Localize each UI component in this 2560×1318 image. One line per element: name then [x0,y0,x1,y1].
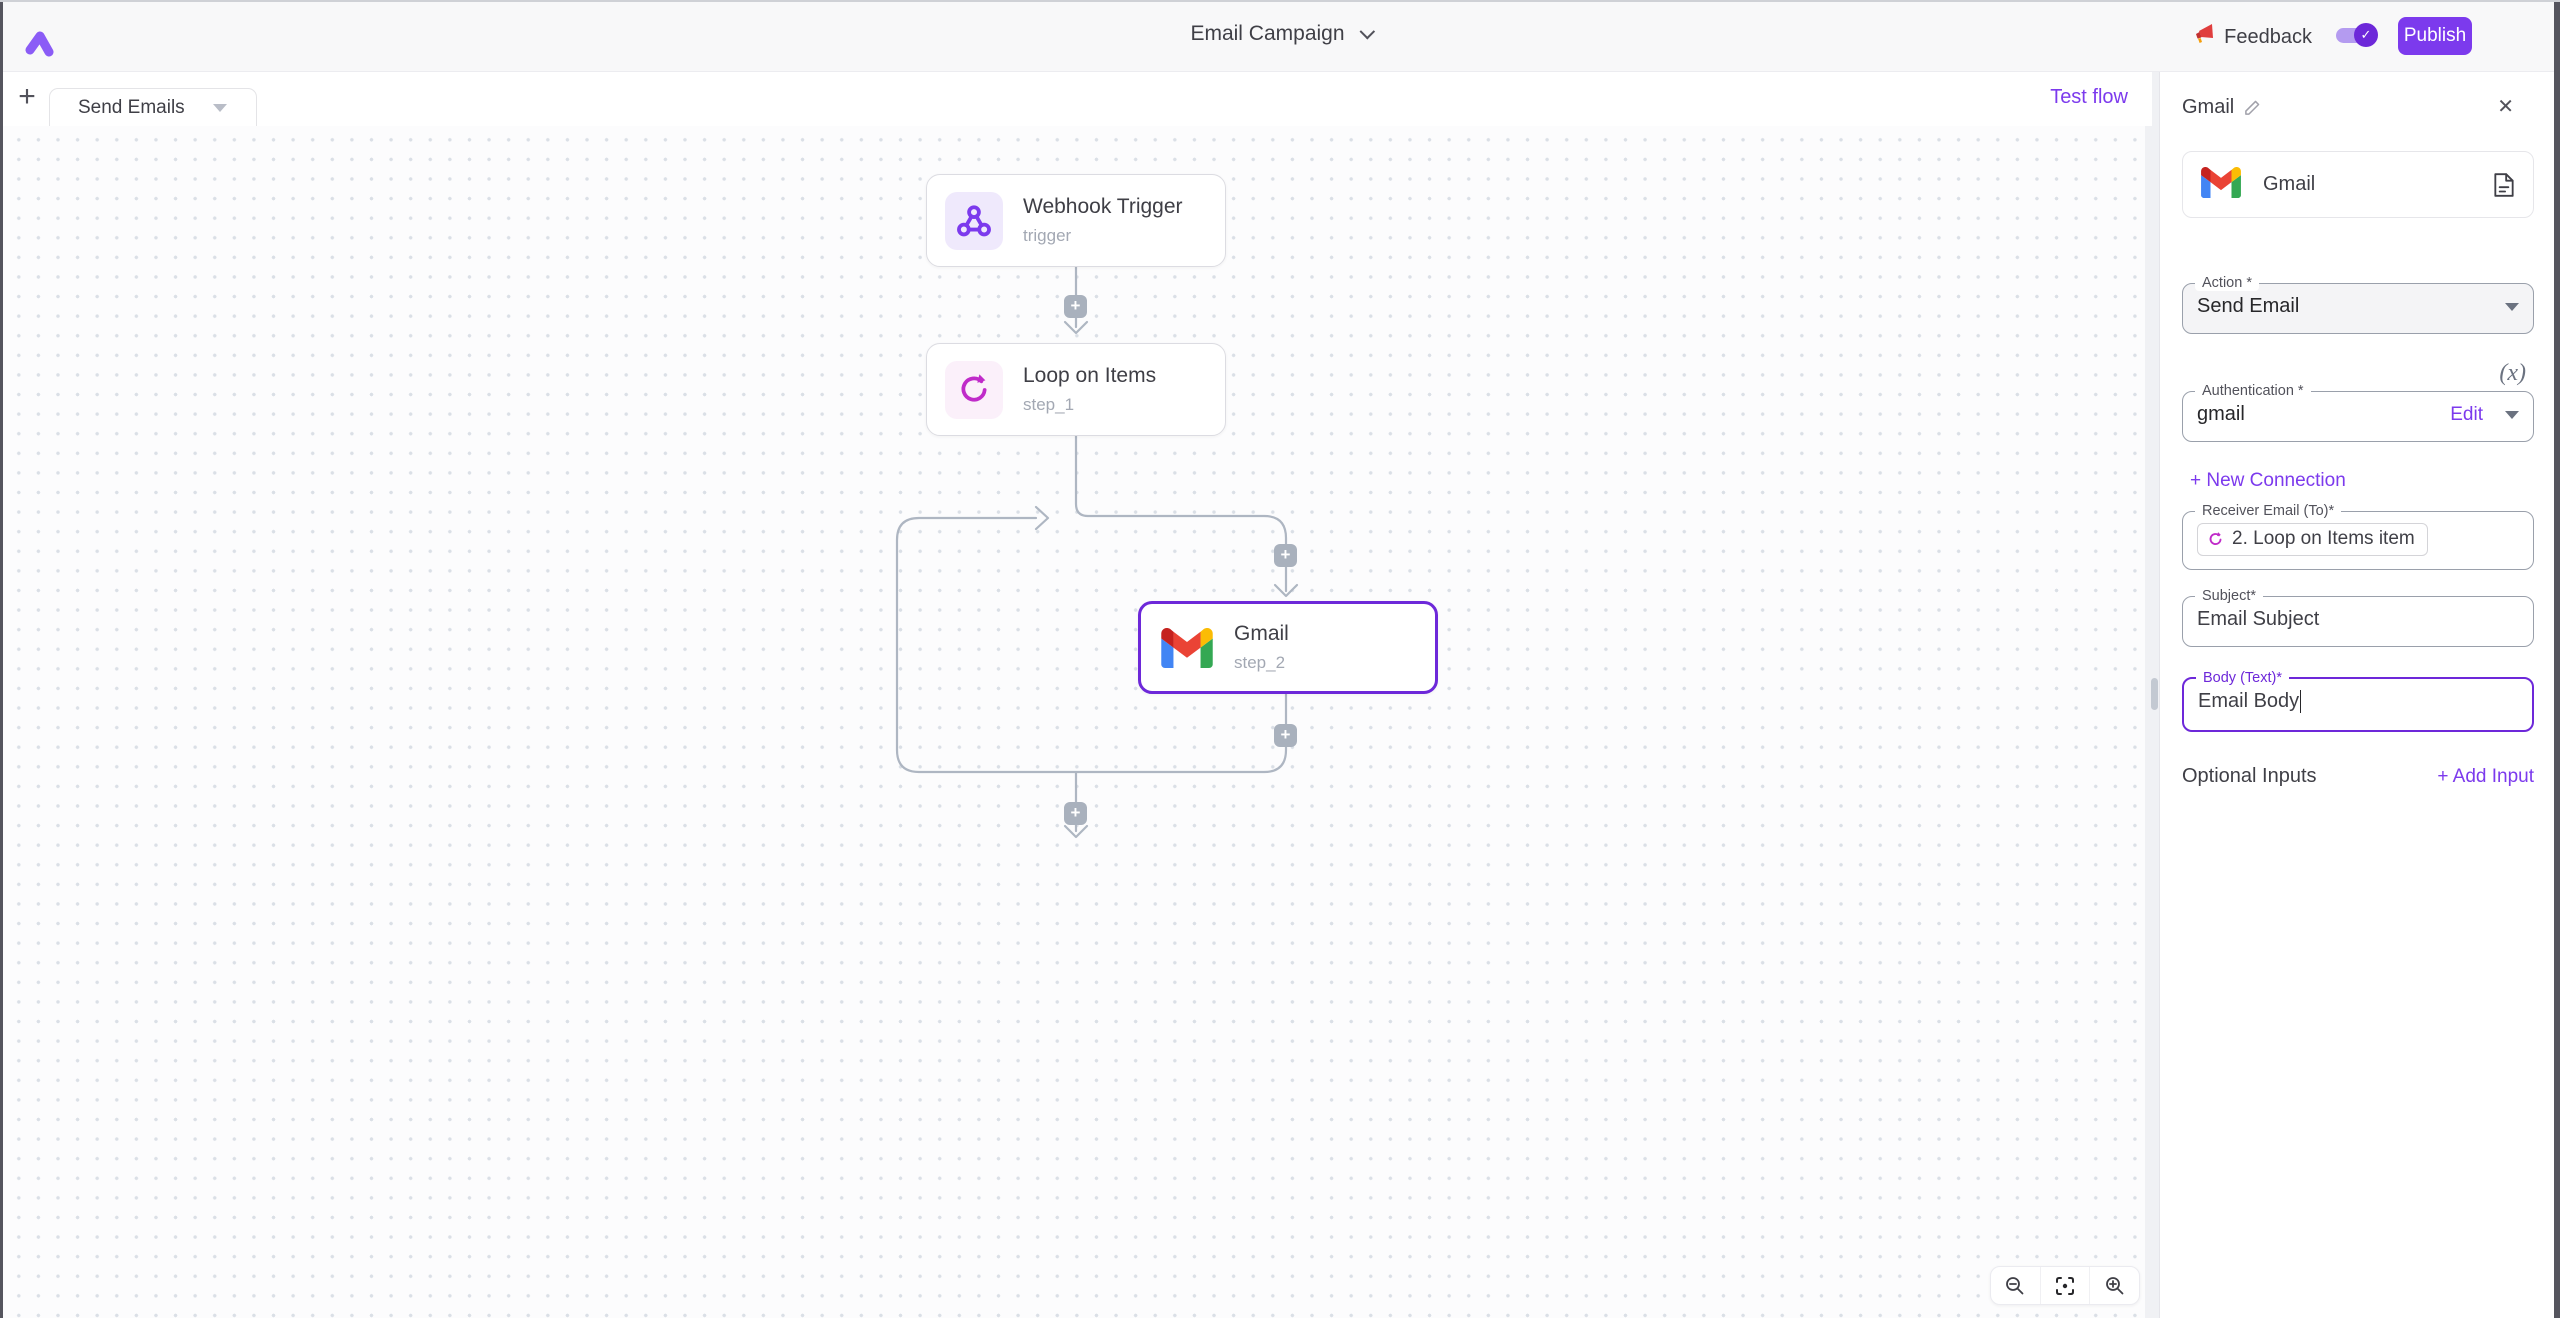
chevron-down-icon [2505,410,2519,419]
node-subtitle: trigger [1023,226,1072,245]
token-text: 2. Loop on Items item [2232,528,2415,549]
test-flow-button[interactable]: Test flow [2050,86,2128,108]
fit-view-button[interactable] [2039,1267,2090,1304]
node-title: Loop on Items [1023,364,1157,387]
add-step-button[interactable]: + [1274,724,1297,747]
check-icon: ✓ [2354,23,2378,47]
add-step-button[interactable]: + [1274,544,1297,567]
feedback-label: Feedback [2224,25,2312,48]
node-title: Webhook Trigger [1023,195,1183,218]
action-label: Action * [2195,275,2259,291]
flow-tab-strip: + Send Emails [3,72,2152,126]
chevron-down-icon [1359,23,1375,40]
panel-title: Gmail [2182,96,2235,118]
piece-name: Gmail [2263,173,2316,195]
edit-name-icon[interactable] [2244,99,2261,116]
node-title: Gmail [1234,622,1289,645]
flow-node-webhook-trigger[interactable]: Webhook Trigger trigger [926,174,1226,267]
gmail-icon [2201,166,2241,203]
body-value: Email Body [2198,690,2300,712]
canvas-zoom-controls [1990,1266,2140,1305]
flow-tab-label: Send Emails [78,96,185,118]
add-input-link[interactable]: + Add Input [2437,765,2534,787]
publish-button[interactable]: Publish [2398,17,2472,55]
body-field[interactable]: Body (Text)* Email Body [2182,670,2534,732]
window-edge-left [0,0,3,1318]
zoom-out-button[interactable] [1991,1267,2040,1304]
chevron-down-icon [2505,302,2519,311]
subject-value: Email Subject [2197,608,2320,630]
add-step-button[interactable]: + [1064,295,1087,318]
flow-node-gmail[interactable]: Gmail step_2 [1138,601,1438,694]
optional-inputs-heading: Optional Inputs [2182,765,2317,787]
action-value: Send Email [2197,295,2300,317]
panel-resize-handle[interactable] [2151,678,2158,710]
loop-item-token[interactable]: 2. Loop on Items item [2197,523,2428,556]
add-flow-button[interactable]: + [18,80,36,113]
authentication-select[interactable]: Authentication * gmail Edit [2182,383,2534,442]
zoom-in-button[interactable] [2089,1267,2139,1304]
step-settings-panel: Gmail ✕ Gmail Action * Send [2159,72,2554,1318]
window-edge-right [2554,0,2560,1318]
loop-icon [2207,531,2224,548]
gmail-icon [1158,619,1216,677]
feedback-button[interactable]: Feedback [2192,22,2312,52]
top-bar: Email Campaign Feedback ✓ Publish [0,0,2560,72]
authentication-label: Authentication * [2202,383,2304,399]
megaphone-icon [2192,22,2216,52]
window-edge-top [0,0,2560,2]
body-label: Body (Text)* [2203,670,2282,686]
flow-node-loop-on-items[interactable]: Loop on Items step_1 [926,343,1226,436]
tab-send-emails[interactable]: Send Emails [49,88,257,126]
edit-connection-link[interactable]: Edit [2450,403,2483,425]
dynamic-value-toggle[interactable]: (x) [2499,360,2526,386]
docs-icon[interactable] [2493,172,2515,198]
tab-dropdown-icon[interactable] [212,103,227,112]
node-subtitle: step_2 [1234,653,1286,672]
receiver-email-label: Receiver Email (To)* [2202,503,2335,519]
close-panel-button[interactable]: ✕ [2497,96,2514,118]
subject-label: Subject* [2202,588,2257,604]
add-step-button[interactable]: + [1064,802,1087,825]
receiver-email-field[interactable]: Receiver Email (To)* 2. Loop on Items it… [2182,503,2534,570]
subject-field[interactable]: Subject* Email Subject [2182,588,2534,647]
new-connection-link[interactable]: + New Connection [2190,470,2346,491]
app-logo-icon[interactable] [18,14,60,63]
loop-icon [945,360,1003,419]
flow-enabled-toggle[interactable]: ✓ [2336,23,2378,47]
node-subtitle: step_1 [1023,395,1075,414]
piece-card: Gmail [2182,151,2534,218]
flow-title: Email Campaign [1190,22,1345,45]
webhook-icon [945,191,1003,250]
action-select[interactable]: Action * Send Email [2182,275,2534,334]
text-cursor [2300,690,2302,713]
flow-title-dropdown[interactable]: Email Campaign [0,22,2560,46]
authentication-value: gmail [2197,403,2245,425]
